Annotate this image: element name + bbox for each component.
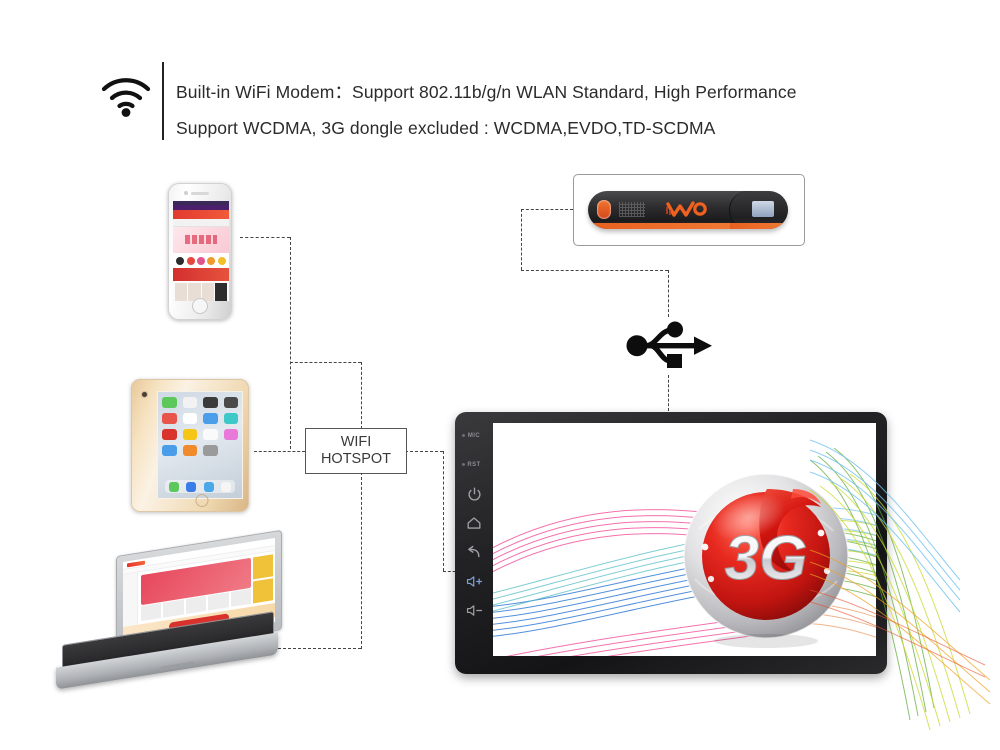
dongle-orange-trim (588, 223, 738, 229)
wifi-hotspot-box: WIFI HOTSPOT (305, 428, 407, 474)
mic-button[interactable]: MIC (462, 428, 485, 444)
hotspot-label-line1: WIFI (340, 434, 372, 450)
phone-camera-icon (184, 191, 188, 195)
tablet-dock (165, 480, 235, 493)
phone-home-button (192, 298, 208, 314)
dongle-chip-label (752, 201, 774, 217)
dongle-body (588, 191, 788, 229)
tablet-screen (157, 391, 243, 499)
connector-tablet-h (254, 451, 305, 452)
power-icon[interactable] (463, 486, 485, 502)
wifi-icon (100, 72, 152, 118)
header-divider (162, 62, 164, 140)
phone-screen (173, 201, 229, 301)
header-line-2: Support WCDMA, 3G dongle excluded : WCDM… (176, 118, 716, 138)
connector-dongle-v2 (668, 270, 669, 317)
laptop (52, 529, 282, 690)
volume-down-icon[interactable] (463, 602, 485, 618)
home-icon[interactable] (463, 515, 485, 531)
phone-body (168, 183, 232, 320)
smartphone (168, 183, 232, 320)
header-text-block: Built-in WiFi Modem：Support 802.11b/g/n … (176, 74, 976, 146)
head-unit-screen[interactable]: 3G (493, 423, 876, 656)
connector-phone-v2 (361, 362, 362, 429)
header-section: Built-in WiFi Modem：Support 802.11b/g/n … (0, 0, 1000, 160)
hotspot-label-line2: HOTSPOT (320, 451, 392, 467)
header-line-1: Built-in WiFi Modem：Support 802.11b/g/n … (176, 82, 797, 102)
connector-laptop-v (361, 472, 362, 649)
tablet-camera-icon (142, 392, 147, 397)
volume-up-icon[interactable] (463, 573, 485, 589)
connector-hotspot-h1 (405, 451, 443, 452)
tablet (131, 379, 249, 512)
tablet-home-button (195, 494, 209, 507)
wo-logo-icon (666, 201, 722, 219)
usb-icon (620, 320, 715, 372)
connector-phone-v1 (290, 237, 291, 449)
connector-dongle-v1 (521, 209, 522, 270)
3g-badge: 3G (683, 473, 849, 648)
usb-3g-dongle (573, 174, 805, 246)
connector-laptop-h (263, 648, 361, 649)
connector-usb-v (668, 375, 669, 411)
head-unit-button-column: MIC RST (455, 412, 493, 690)
dongle-speaker-mesh (619, 202, 645, 217)
connector-phone-h3 (290, 362, 361, 363)
reset-button[interactable]: RST (462, 457, 485, 473)
laptop-base (52, 611, 280, 690)
connector-dongle-h2 (521, 270, 668, 271)
connector-dongle-h1 (521, 209, 573, 210)
tablet-body (131, 379, 249, 512)
dongle-led-indicator (597, 200, 611, 219)
head-unit-bezel: MIC RST (455, 412, 887, 674)
tablet-app-grid (162, 397, 238, 456)
car-head-unit: MIC RST (455, 412, 887, 674)
connector-phone-h1 (240, 237, 290, 238)
connector-hotspot-v1 (443, 451, 444, 571)
phone-speaker (191, 192, 209, 195)
back-icon[interactable] (463, 544, 485, 560)
